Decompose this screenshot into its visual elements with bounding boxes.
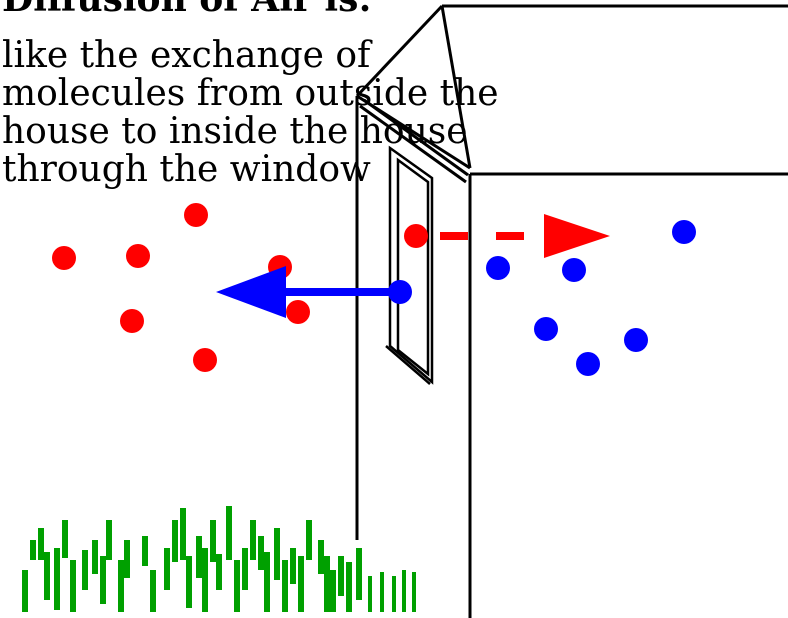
diagram-title: Diffusion of Air is: [2, 0, 372, 18]
caption-line: through the window [2, 149, 371, 190]
grass-blade [298, 556, 304, 612]
grass-blade [392, 576, 396, 612]
caption-line: molecules from outside the [2, 73, 499, 114]
grass-blade [70, 560, 76, 612]
inside-molecule [486, 256, 510, 280]
grass-blade [44, 552, 50, 600]
grass-blade [142, 536, 148, 566]
outside-molecule [193, 348, 217, 372]
grass-blade [118, 560, 124, 612]
grass-blade [356, 548, 362, 600]
grass-blade [150, 570, 156, 612]
grass-blade [216, 554, 222, 590]
inside-molecule [562, 258, 586, 282]
grass-blade [22, 570, 28, 612]
grass-blade [202, 548, 208, 612]
grass-blade [338, 556, 344, 596]
grass-blade [92, 540, 98, 574]
grass-blade [180, 508, 186, 560]
grass-blade [226, 506, 232, 560]
grass-blade [30, 540, 36, 560]
grass-blade [290, 548, 296, 584]
inside-molecule [388, 280, 412, 304]
outside-molecule [120, 309, 144, 333]
arrow-outward [216, 266, 396, 318]
grass-blade [242, 548, 248, 590]
outside-molecule [126, 244, 150, 268]
grass-blade [100, 556, 106, 604]
grass-blade [210, 520, 216, 562]
window-sill [385, 345, 431, 385]
grass-blade [250, 520, 256, 560]
grass-blade [124, 540, 130, 578]
grass-blade [196, 536, 202, 578]
grass-blade [82, 550, 88, 590]
inside-molecule [576, 352, 600, 376]
grass-blade [106, 520, 112, 560]
inside-air-molecules [388, 220, 696, 376]
grass-blade [38, 528, 44, 560]
inside-molecule [534, 317, 558, 341]
window [385, 145, 434, 385]
caption-line: like the exchange of [2, 35, 371, 76]
window-outer-frame [388, 145, 434, 385]
caption-line: house to inside the house [2, 111, 468, 152]
grass-blade [306, 520, 312, 560]
grass-blade [164, 548, 170, 590]
house [355, 4, 788, 618]
grass [22, 506, 416, 612]
outside-molecule [184, 203, 208, 227]
outside-molecule [286, 300, 310, 324]
grass-blade [282, 560, 288, 612]
grass-blade [368, 576, 372, 612]
grass-blade [324, 556, 330, 612]
grass-blade [402, 570, 406, 612]
house-corner-upper [440, 5, 472, 169]
grass-blade [318, 540, 324, 574]
grass-blade [412, 572, 416, 612]
grass-blade [264, 552, 270, 612]
grass-blade [62, 520, 68, 558]
grass-blade [330, 570, 336, 612]
grass-blade [346, 562, 352, 612]
house-roof-slope [355, 4, 444, 98]
grass-blade [258, 536, 264, 570]
window-inner-frame [396, 157, 430, 377]
inside-molecule [672, 220, 696, 244]
outside-molecule [52, 246, 76, 270]
arrow-inward [440, 214, 610, 258]
house-eave-inner [363, 98, 469, 177]
grass-blade [54, 548, 60, 610]
grass-blade [186, 556, 192, 608]
arrow-outward-head [216, 266, 286, 318]
outside-molecule [404, 224, 428, 248]
inside-molecule [624, 328, 648, 352]
arrow-inward-head [544, 214, 610, 258]
grass-blade [234, 560, 240, 612]
grass-blade [172, 520, 178, 562]
house-eave-bottom [359, 104, 467, 184]
grass-blade [380, 572, 384, 612]
grass-blade [274, 528, 280, 580]
